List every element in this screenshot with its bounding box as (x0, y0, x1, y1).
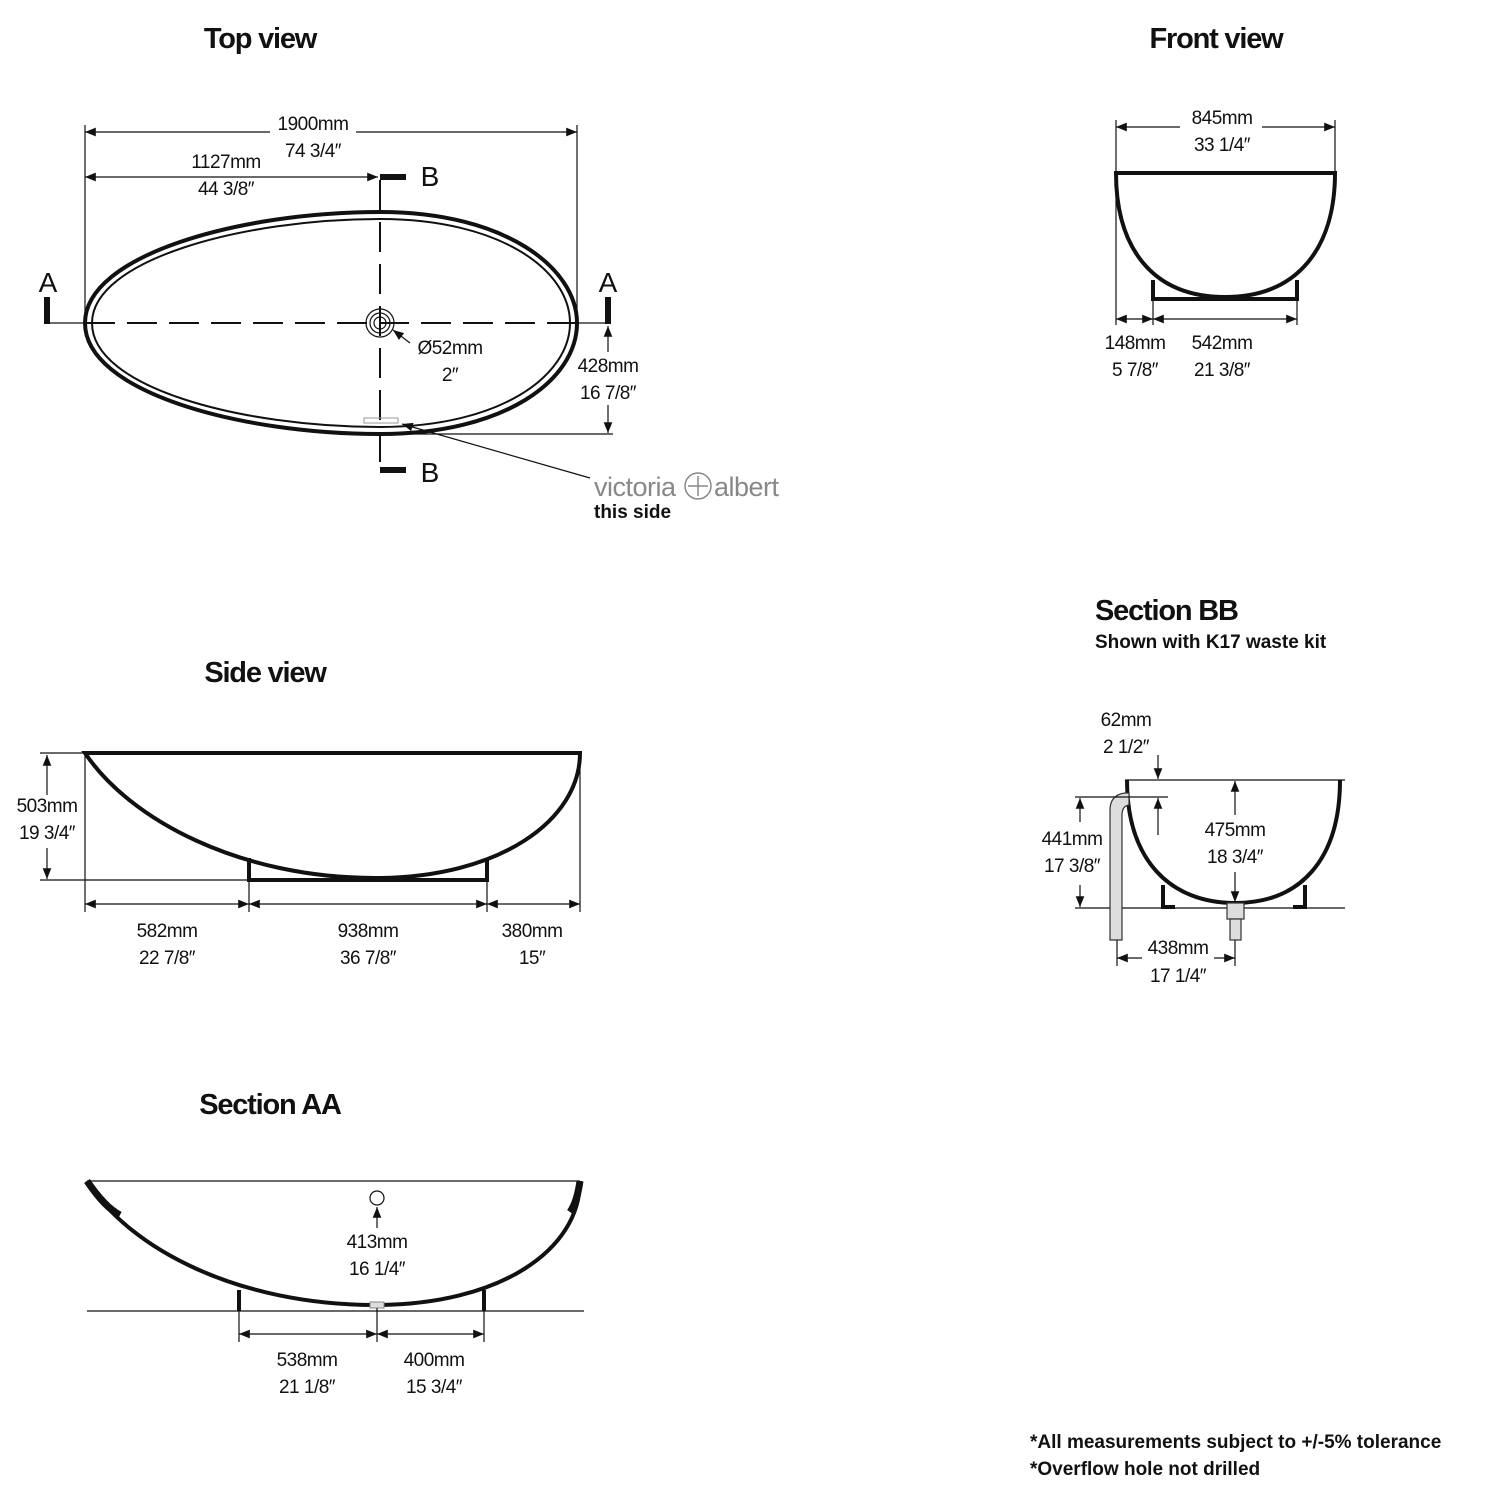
tub-outline-inner (90, 217, 572, 429)
side-view: Side view 503mm 19 3/4″ 582mm 22 7/8″ 93… (17, 657, 583, 969)
dim-bb-drop-mm: 62mm (1101, 710, 1152, 731)
dim-aa-overflow-in: 16 1/4″ (349, 1259, 406, 1280)
front-tub-base (1151, 280, 1299, 301)
dim-front-width-in: 33 1/4″ (1194, 135, 1251, 156)
top-view: Top view A A B B 1900mm 74 3/4″ 1127mm 4… (39, 23, 780, 523)
side-tub-base (247, 858, 489, 882)
dim-half-width-in: 16 7/8″ (580, 383, 637, 404)
dim-length-in: 74 3/4″ (285, 141, 342, 162)
dim-side-left-in: 22 7/8″ (139, 948, 196, 969)
dim-bb-drop-in: 2 1/2″ (1103, 737, 1150, 758)
section-b-label-top: B (421, 161, 440, 192)
dim-bb-overflow-mm: 441mm (1042, 829, 1103, 850)
dim-bb-depth-mm: 475mm (1205, 820, 1266, 841)
note-tolerance: *All measurements subject to +/-5% toler… (1030, 1432, 1441, 1453)
front-view: Front view 845mm 33 1/4″ 148mm 5 7/8″ 54… (1105, 23, 1338, 381)
section-b-marker-bottom (380, 467, 406, 473)
dim-aa-left-mm: 538mm (277, 1350, 338, 1371)
section-a-label-left: A (39, 267, 58, 298)
dim-front-offset-mm: 148mm (1105, 333, 1166, 354)
waste-outlet (369, 1301, 385, 1309)
dim-front-width-mm: 845mm (1192, 108, 1253, 129)
dim-front-base-mm: 542mm (1192, 333, 1253, 354)
dim-side-base-mm: 938mm (338, 921, 399, 942)
section-a-label-right: A (599, 267, 618, 298)
section-b-label-bottom: B (421, 457, 440, 488)
overflow-pipe (1109, 792, 1130, 941)
logo-side-note: this side (594, 502, 671, 523)
overflow-hole-icon (369, 1190, 385, 1206)
dim-side-left-mm: 582mm (137, 921, 198, 942)
side-view-title: Side view (204, 657, 327, 689)
waste-fitting (1226, 902, 1245, 941)
drain-icon (365, 308, 395, 338)
section-aa: Section AA 413mm 16 1/4″ 538mm 21 1/8″ 4… (84, 1089, 584, 1398)
dim-aa-overflow-mm: 413mm (347, 1232, 408, 1253)
dim-side-right-mm: 380mm (502, 921, 563, 942)
section-bb-subtitle: Shown with K17 waste kit (1095, 632, 1327, 653)
svg-text:victoria: victoria (594, 472, 677, 502)
tub-outline-outer (82, 209, 580, 437)
notes: *All measurements subject to +/-5% toler… (1030, 1432, 1441, 1480)
dim-side-right-in: 15″ (519, 948, 546, 969)
dim-drain-dia-in: 2″ (442, 365, 459, 386)
victoria-albert-logo: victoria albert (594, 472, 780, 502)
dim-half-width-mm: 428mm (578, 356, 639, 377)
section-bb: Section BB Shown with K17 waste kit 62mm… (1042, 595, 1345, 987)
dim-drain-mm: 1127mm (191, 152, 261, 173)
dim-side-height-in: 19 3/4″ (19, 823, 76, 844)
dim-bb-waste-mm: 438mm (1148, 938, 1209, 959)
section-a-marker-right (605, 297, 611, 324)
section-bb-tub-outline (1125, 779, 1342, 906)
logo-position-marker (363, 417, 399, 424)
section-aa-tub-outline (85, 1179, 582, 1308)
dim-aa-right-in: 15 3/4″ (406, 1377, 463, 1398)
front-view-title: Front view (1149, 23, 1284, 55)
dim-front-offset-in: 5 7/8″ (1112, 360, 1159, 381)
dim-length-mm: 1900mm (278, 114, 349, 135)
section-b-marker-top (380, 174, 406, 180)
svg-text:albert: albert (714, 472, 780, 502)
dim-side-base-in: 36 7/8″ (340, 948, 397, 969)
note-overflow: *Overflow hole not drilled (1030, 1459, 1260, 1480)
top-view-title: Top view (204, 23, 318, 55)
dim-side-height-mm: 503mm (17, 796, 78, 817)
dim-bb-waste-in: 17 1/4″ (1150, 966, 1207, 987)
dim-drain-in: 44 3/8″ (198, 179, 255, 200)
section-bb-title: Section BB (1095, 595, 1238, 627)
section-aa-title: Section AA (199, 1089, 342, 1121)
dim-front-base-in: 21 3/8″ (1194, 360, 1251, 381)
front-tub-outline (1113, 171, 1338, 300)
dim-aa-left-in: 21 1/8″ (279, 1377, 336, 1398)
dim-bb-depth-in: 18 3/4″ (1207, 847, 1264, 868)
section-a-marker-left (44, 297, 50, 324)
dim-aa-right-mm: 400mm (404, 1350, 465, 1371)
dim-bb-overflow-in: 17 3/8″ (1044, 856, 1101, 877)
side-tub-outline (81, 751, 583, 881)
dim-drain-dia-mm: Ø52mm (417, 338, 482, 359)
